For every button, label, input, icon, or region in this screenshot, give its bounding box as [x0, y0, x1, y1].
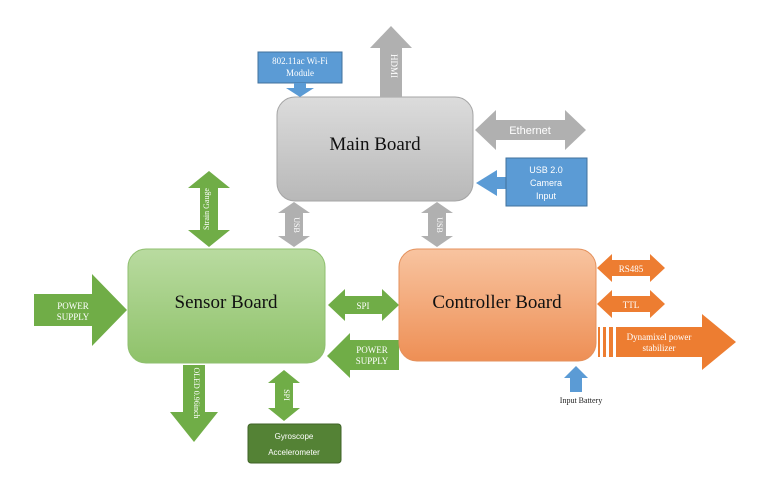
usb-right-label: USB: [435, 217, 444, 233]
camera-label-1: USB 2.0: [529, 165, 563, 175]
controller-board-label: Controller Board: [432, 292, 562, 313]
dynamixel-label-1: Dynamixel power: [627, 332, 692, 342]
rs485-label: RS485: [619, 264, 644, 274]
ethernet-label: Ethernet: [509, 125, 551, 137]
camera-label-3: Input: [536, 191, 557, 201]
wifi-down-arrow: [286, 83, 314, 97]
hdmi-up-arrow: [370, 26, 412, 97]
spi-vertical-arrow: [268, 370, 300, 421]
power-supply-left-label-1: POWER: [57, 301, 89, 311]
strain-gauge-arrow: [188, 171, 230, 247]
power-supply-left-label-2: SUPPLY: [57, 312, 90, 322]
spi-horizontal-arrow: [328, 289, 399, 321]
oled-label: OLED 0.96inch: [192, 367, 201, 418]
sensor-board: [127, 248, 326, 364]
spi-vertical-label: SPI: [282, 389, 291, 401]
oled-down-arrow: [170, 365, 218, 442]
camera-left-arrow: [476, 170, 506, 196]
rs485-arrow: [597, 254, 665, 282]
spi-horizontal-label: SPI: [356, 301, 369, 311]
power-supply-mid-arrow: [327, 333, 399, 378]
input-battery-label: Input Battery: [560, 396, 602, 405]
wifi-module-label-2: Module: [286, 68, 314, 78]
camera-box: [505, 157, 588, 207]
usb-left-arrow: [278, 202, 310, 247]
hdmi-label: HDMI: [389, 54, 399, 78]
main-board-label: Main Board: [329, 134, 421, 155]
controller-board: [398, 248, 597, 362]
usb-right-arrow: [421, 202, 453, 247]
power-supply-mid-label-1: POWER: [356, 345, 388, 355]
wifi-module-box: [257, 51, 343, 84]
camera-label-2: Camera: [530, 178, 562, 188]
power-supply-left-arrow: [34, 274, 127, 346]
strain-gauge-label: Strain Gauge: [202, 188, 211, 230]
dynamixel-stripe-3: [609, 327, 613, 357]
gyroscope-label-2: Accelerometer: [268, 448, 320, 457]
dynamixel-stripe-1: [598, 327, 600, 357]
ttl-label: TTL: [623, 300, 640, 310]
gyroscope-box: [247, 423, 342, 464]
power-supply-mid-label-2: SUPPLY: [356, 356, 389, 366]
ethernet-arrow: [475, 110, 586, 150]
main-board: [276, 96, 474, 202]
gyroscope-label-1: Gyroscope: [275, 432, 314, 441]
dynamixel-arrow: [616, 314, 736, 370]
usb-left-label: USB: [292, 217, 301, 233]
wifi-module-label-1: 802.11ac Wi-Fi: [272, 56, 328, 66]
dynamixel-label-2: stabilizer: [643, 343, 676, 353]
ttl-arrow: [597, 290, 665, 318]
dynamixel-stripe-2: [603, 327, 606, 357]
input-battery-arrow: [564, 366, 588, 392]
sensor-board-label: Sensor Board: [175, 292, 278, 313]
